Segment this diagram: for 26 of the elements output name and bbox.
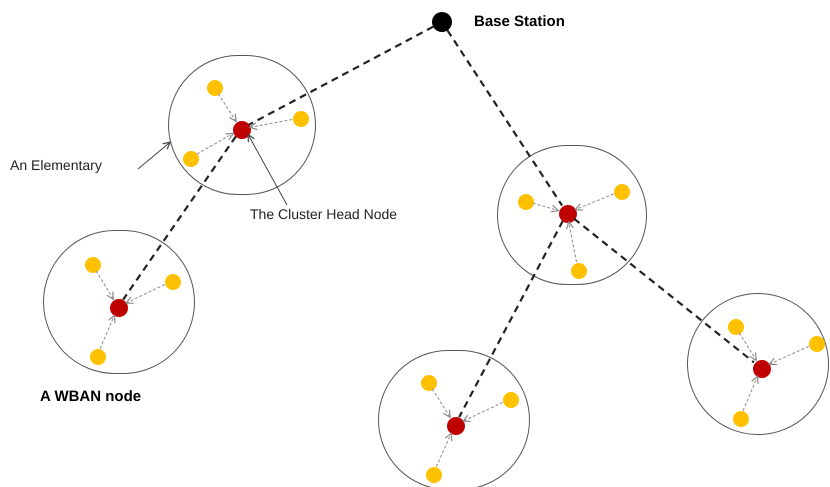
data-arrow: [249, 118, 293, 130]
leader-line: [248, 134, 288, 206]
data-arrow: [768, 346, 810, 366]
data-arrow: [96, 270, 114, 300]
data-arrow: [218, 93, 237, 122]
link-line: [446, 30, 563, 206]
data-arrow: [742, 376, 759, 412]
data-arrow: [532, 202, 559, 213]
node-caption: A WBAN node: [40, 387, 142, 407]
link-line: [122, 136, 237, 300]
link-line: [248, 26, 434, 126]
data-arrow: [566, 221, 577, 263]
link-line: [458, 220, 564, 418]
annotation-label: The Cluster Head Node: [250, 205, 398, 223]
data-arrow: [100, 314, 116, 350]
node-caption: Base Station: [474, 12, 565, 32]
data-arrow: [462, 402, 504, 422]
data-arrow: [436, 432, 452, 468]
annotation-label: An Elementary: [10, 156, 102, 174]
data-arrow: [574, 194, 614, 211]
leader-line: [138, 141, 171, 170]
data-arrow: [738, 332, 757, 361]
data-arrow: [126, 284, 166, 304]
data-arrow: [196, 132, 234, 155]
data-arrow: [432, 388, 451, 418]
link-line: [573, 218, 755, 364]
